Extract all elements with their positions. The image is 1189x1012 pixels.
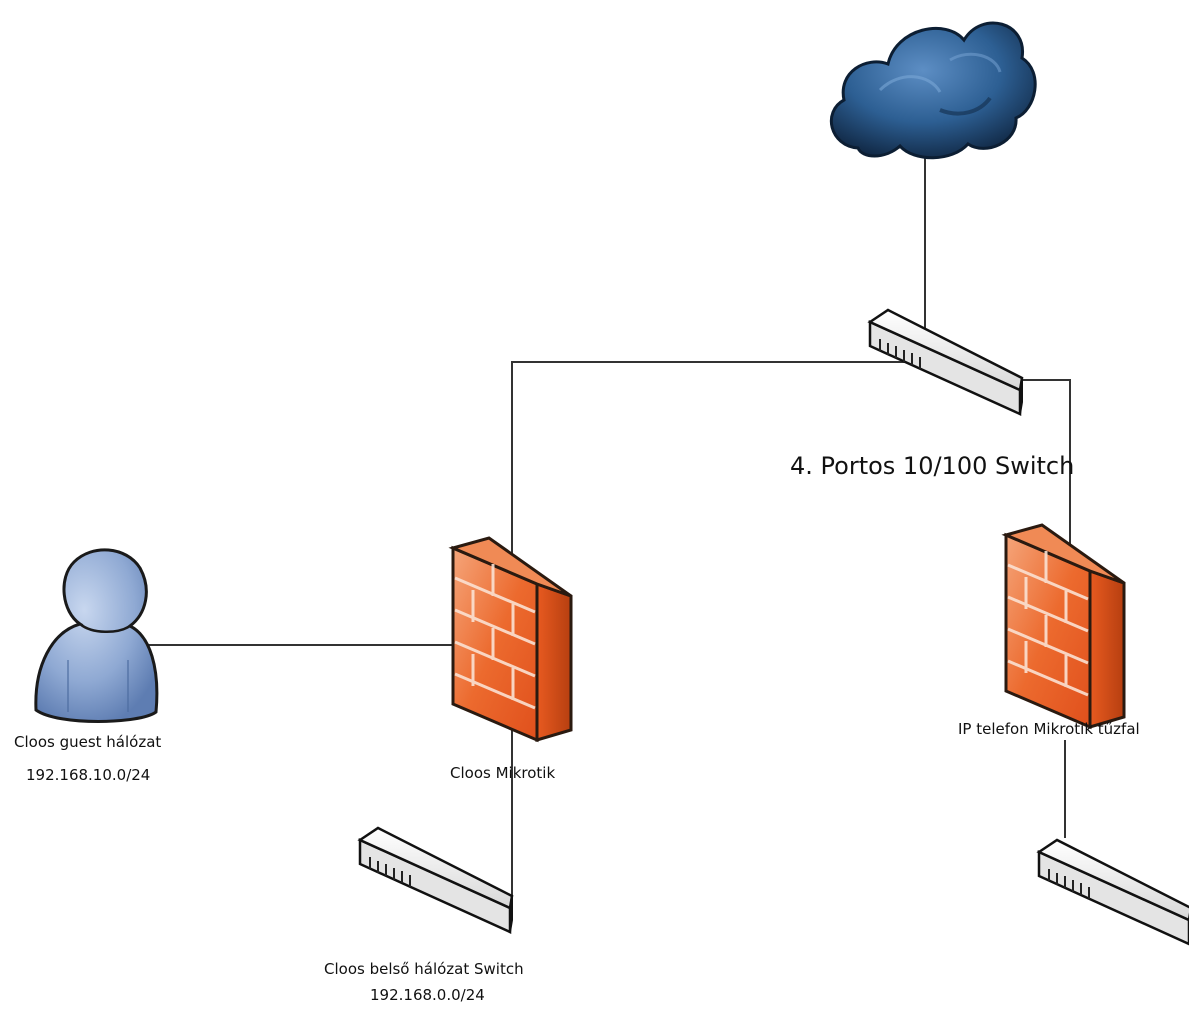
internal-switch-label: Cloos belső hálózat Switch — [324, 960, 524, 978]
cloos-mikrotik-label: Cloos Mikrotik — [450, 764, 556, 782]
guest-network-label: Cloos guest hálózat — [14, 733, 162, 751]
user-icon — [34, 548, 159, 723]
cloud-icon — [829, 21, 1037, 160]
ip-phone-firewall-label: IP telefon Mikrotik tűzfal — [958, 720, 1140, 738]
link-switch-cloos-mikrotik — [511, 361, 925, 562]
connection-lines — [98, 85, 1071, 910]
firewall-icon — [1001, 523, 1126, 730]
guest-network-subnet: 192.168.10.0/24 — [26, 766, 151, 784]
switch-icon — [357, 826, 514, 934]
firewall-icon — [448, 536, 573, 743]
link-switch-ip-phone-firewall — [1000, 379, 1071, 548]
main-switch-label: 4. Portos 10/100 Switch — [790, 452, 1075, 480]
internal-switch-subnet: 192.168.0.0/24 — [370, 986, 485, 1004]
switch-icon — [1036, 838, 1189, 946]
switch-icon — [867, 308, 1024, 416]
